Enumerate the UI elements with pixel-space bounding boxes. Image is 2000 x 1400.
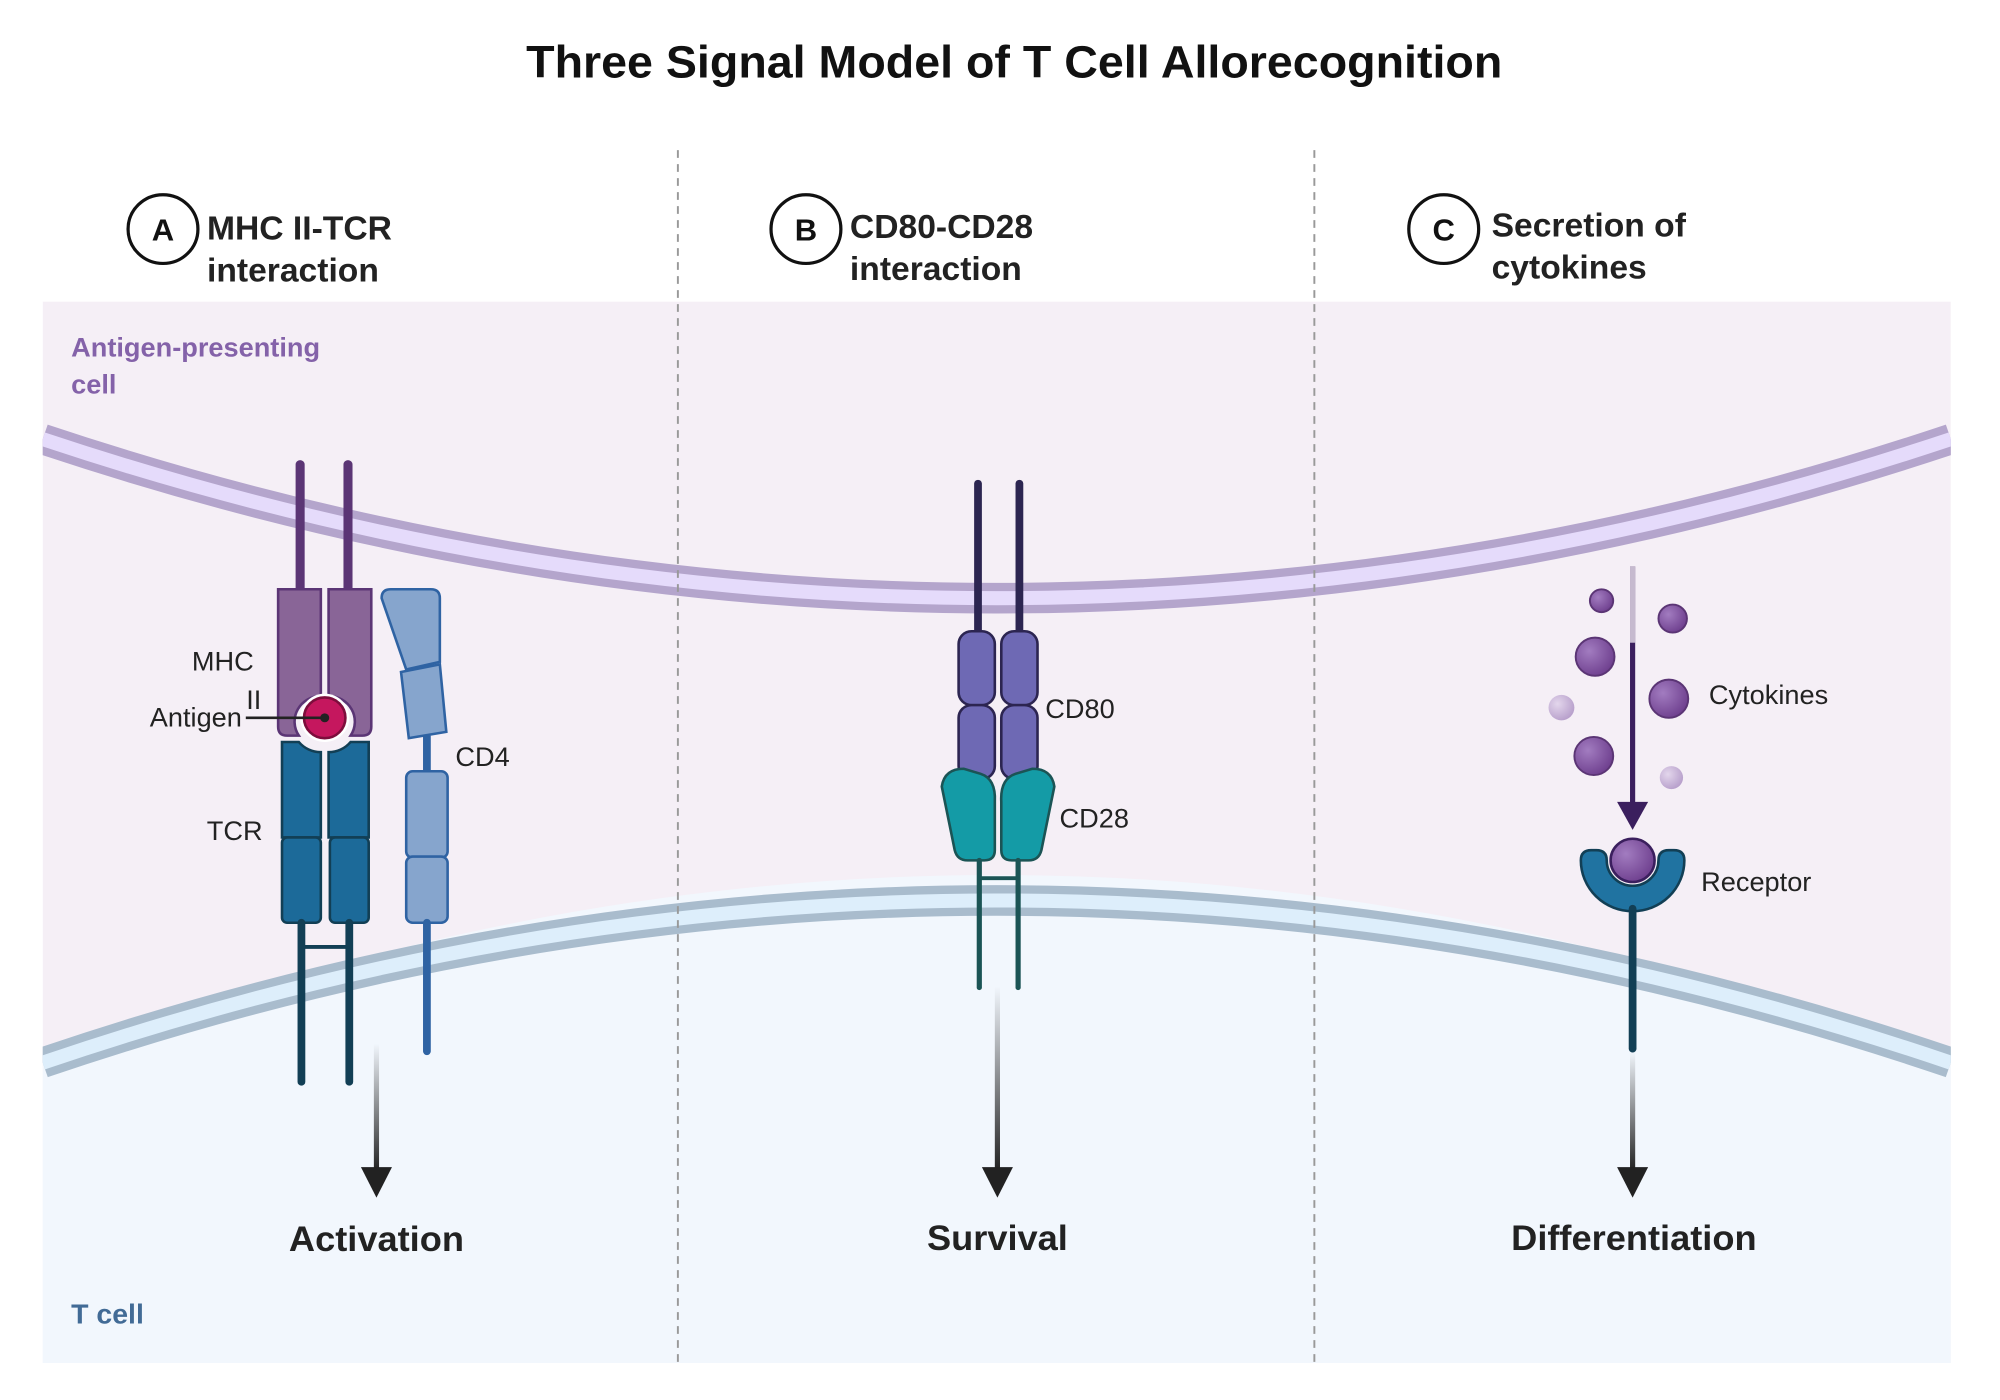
survival-arrow — [981, 986, 1013, 1198]
figure-title: Three Signal Model of T Cell Allorecogni… — [526, 36, 1502, 88]
panel-b: B CD80-CD28 interaction CD80 CD28 — [769, 193, 1129, 1258]
cytokines-label: Cytokines — [1709, 680, 1828, 710]
tcell-label: T cell — [71, 1298, 144, 1330]
mhc-ii-label: MHC II — [192, 647, 261, 715]
cd28-label: CD28 — [1060, 803, 1129, 833]
cytokine — [1548, 694, 1575, 721]
cd80-molecule — [957, 479, 1039, 781]
bound-cytokine — [1609, 837, 1656, 884]
panel-b-badge — [769, 193, 843, 266]
panel-b-title: CD80-CD28 interaction — [850, 209, 1043, 288]
antigen-label: Antigen — [150, 703, 242, 733]
cd28-molecule — [940, 767, 1056, 991]
antigen — [245, 693, 350, 742]
panel-a-title: MHC II-TCR interaction — [207, 211, 401, 290]
tcr-molecule — [280, 740, 370, 1086]
cytokine — [1657, 603, 1688, 634]
panel-c: C Secretion of cytokines Cytokines — [1407, 193, 1828, 1258]
panel-a: A MHC II-TCR interaction — [126, 193, 510, 1259]
cytokine — [1648, 678, 1690, 719]
panel-c-title: Secretion of cytokines — [1492, 208, 1696, 287]
differentiation-arrow — [1617, 1051, 1649, 1198]
outcome-activation: Activation — [289, 1218, 464, 1259]
tcell-membrane-inner — [42, 893, 1951, 1070]
panel-a-badge — [126, 193, 200, 266]
secretion-arrow — [1617, 566, 1649, 830]
activation-arrow — [360, 1043, 392, 1198]
panel-c-letter: C — [1433, 213, 1455, 248]
cd4-label: CD4 — [455, 742, 509, 772]
panel-c-badge — [1407, 193, 1481, 266]
tcr-label: TCR — [207, 816, 263, 846]
outcome-survival: Survival — [927, 1217, 1068, 1258]
cytokine — [1659, 766, 1684, 790]
mhc-ii-molecule — [276, 460, 373, 737]
cytokine-particles — [1548, 588, 1690, 790]
cytokine-receptor — [1579, 837, 1686, 1053]
apc-membrane-inner — [42, 432, 1951, 606]
receptor-label: Receptor — [1701, 867, 1811, 897]
cd80-label: CD80 — [1045, 694, 1114, 724]
outcome-differentiation: Differentiation — [1511, 1217, 1756, 1258]
cytokine — [1573, 735, 1615, 777]
cytokine — [1574, 636, 1616, 677]
cytokine — [1588, 588, 1615, 614]
panel-a-letter: A — [152, 213, 174, 248]
cd4-molecule — [380, 588, 449, 1056]
panel-b-letter: B — [795, 213, 817, 248]
apc-label: Antigen-presenting cell — [71, 333, 327, 400]
